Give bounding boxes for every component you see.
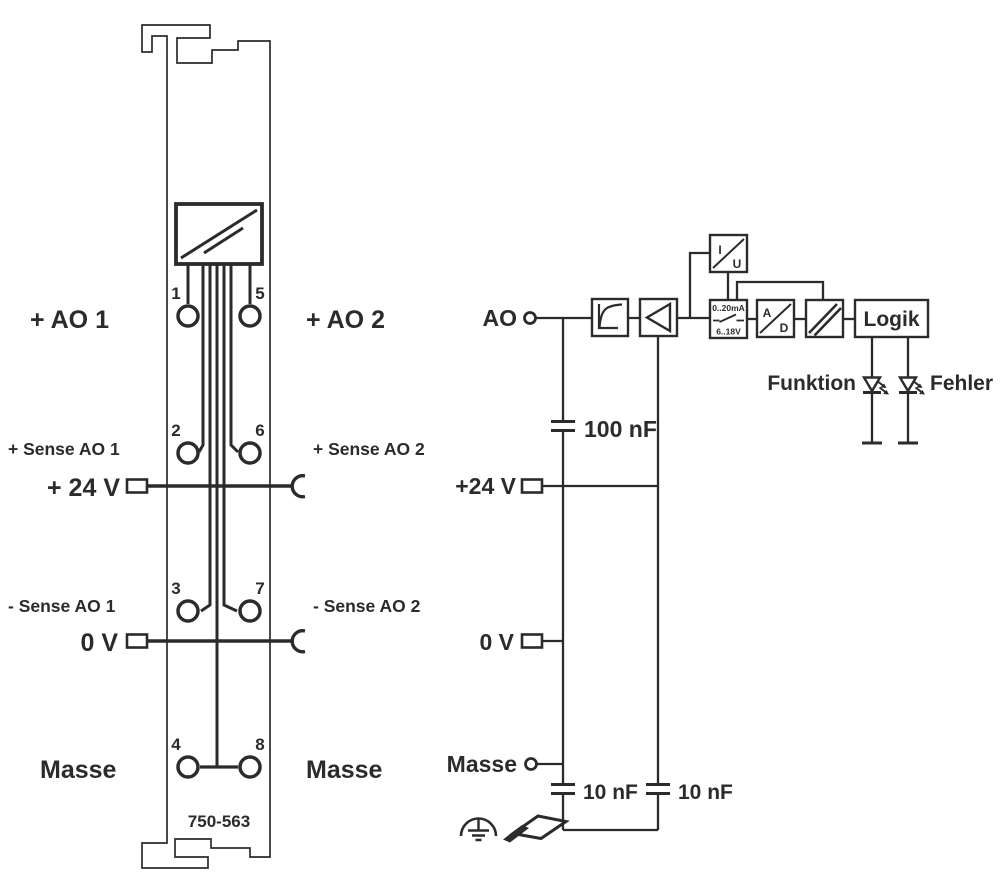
label-sense-plus-1: + Sense AO 1 [8,439,120,459]
range-switch-block: 0..20mA 6..18V [708,298,749,340]
circuit-wires [536,251,855,832]
circuit-rail-0v: 0 V [479,629,563,655]
terminal-8 [238,755,262,779]
din-rail-icon [503,814,570,843]
terminal-3 [176,599,200,623]
jumper-contact-24v-male [125,478,149,494]
label-sense-minus-2: - Sense AO 2 [313,596,421,616]
jumper-contact-0v-female [290,629,306,654]
capacitor-10nf-right: 10 nF [646,781,733,804]
logic-label: Logik [864,308,920,331]
terminal-numbers: 1 5 2 6 3 7 4 8 [171,284,264,754]
terminal-5 [238,304,262,328]
terminal-6 [238,441,262,465]
ad-block-d: D [780,321,789,335]
amplifier-triangle-icon [644,301,672,334]
led-fehler-icon [897,376,919,394]
terminal-number-7: 7 [255,579,264,598]
terminal-number-5: 5 [255,284,264,303]
iu-converter-block: I U [708,233,749,274]
terminal-number-1: 1 [171,284,180,303]
curve-icon [597,303,623,330]
part-number: 750-563 [188,812,250,831]
terminal-number-8: 8 [255,735,264,754]
terminal-1 [176,304,200,328]
power-rail-0v [125,629,306,654]
led-funktion [861,337,889,445]
circuit-masse: Masse [447,751,563,777]
capacitor-10nf-left: 10 nF [551,781,638,804]
capacitor-100nf: 100 nF [551,416,657,442]
iu-block-i: I [718,243,721,257]
led-fehler [897,337,925,445]
label-circuit-0v: 0 V [479,629,514,655]
terminal-number-3: 3 [171,579,180,598]
jumper-contact-0v-male [125,633,149,649]
label-24v: + 24 V [47,474,120,502]
iu-block-u: U [733,257,742,271]
label-masse-right: Masse [306,756,383,784]
circuit-rail-24v: +24 V [455,473,658,499]
module-wires [186,264,252,769]
iu-branch-wire [688,251,710,318]
amplifier-block [638,297,679,338]
jumper-contact-24v-female [290,474,306,499]
ad-block-a: A [763,306,772,320]
label-10nf-right: 10 nF [678,781,733,804]
isolation-barrier-block [804,298,845,339]
circuit-diagram: AO I U 0..20mA 6..18V [447,233,993,843]
label-ao1: + AO 1 [30,306,109,334]
label-sense-minus-1: - Sense AO 1 [8,596,116,616]
terminal-module: 1 5 2 6 3 7 4 8 + AO 1 + AO 2 + Sense AO… [8,24,425,869]
label-ao2: + AO 2 [306,306,385,334]
label-fehler: Fehler [930,372,993,395]
earth-ground-icon [459,817,498,842]
label-sense-plus-2: + Sense AO 2 [313,439,425,459]
isolation-diagonals-icon [808,303,842,337]
label-100nf: 100 nF [584,416,657,442]
range-top-label: 0..20mA [712,303,745,313]
label-masse-left: Masse [40,756,117,784]
label-0v: 0 V [80,629,118,657]
range-feedback-wire [735,280,825,300]
terminal-number-6: 6 [255,421,264,440]
module-outline [141,24,271,869]
label-10nf-left: 10 nF [583,781,638,804]
label-circuit-masse: Masse [447,751,517,777]
terminal-2 [176,441,200,465]
ao-terminal-icon [523,311,537,325]
masse-terminal-icon [524,757,538,771]
led-funktion-icon [861,376,883,394]
contact-0v-icon [520,633,544,649]
label-circuit-24v: +24 V [455,473,516,499]
module-isolation-diagonal-short [203,226,244,255]
switch-icon [713,313,744,323]
ad-converter-block: A D [755,298,796,339]
terminals [176,304,262,779]
contact-24v-icon [520,478,544,494]
terminal-number-4: 4 [171,735,181,754]
terminal-7 [238,599,262,623]
logic-block: Logik [853,298,930,339]
terminal-4 [176,755,200,779]
terminal-number-2: 2 [171,421,180,440]
module-isolation-diagonal [180,208,258,260]
power-rail-24v [125,474,306,499]
filter-block [590,297,630,338]
label-ao-input: AO [483,305,518,331]
range-bottom-label: 6..18V [716,327,741,337]
label-funktion: Funktion [767,372,856,395]
